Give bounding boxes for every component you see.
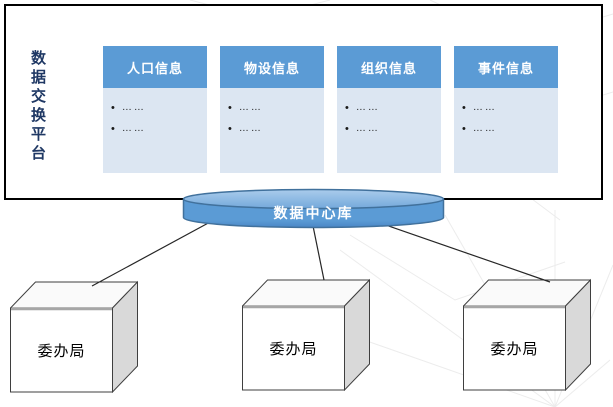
card-title: 物设信息 — [220, 46, 324, 88]
cube-shape — [9, 280, 139, 394]
data-center-cylinder: 数据中心库 — [182, 188, 445, 230]
card-title: 事件信息 — [454, 46, 558, 88]
card-body: • …… • …… — [454, 88, 558, 173]
agency-label: 委办局 — [490, 340, 539, 358]
cube-shape — [241, 278, 371, 392]
bullet-icon: • — [462, 101, 466, 114]
bullet-item: • …… — [345, 101, 380, 114]
card-facility-info: 物设信息 • …… • …… — [220, 46, 324, 173]
card-body: • …… • …… — [337, 88, 441, 173]
cylinder-shape — [182, 188, 445, 229]
card-body: • …… • …… — [103, 88, 207, 173]
bullet-item: • …… — [228, 101, 263, 114]
card-population-info: 人口信息 • …… • …… — [103, 46, 207, 173]
bullet-item: • …… — [228, 122, 263, 135]
bullet-icon: • — [111, 122, 115, 135]
bullet-item: • …… — [462, 122, 497, 135]
bullet-icon: • — [228, 101, 232, 114]
bullet-icon: • — [462, 122, 466, 135]
info-card-row: 人口信息 • …… • …… 物设信息 • …… • — [103, 46, 558, 173]
card-organization-info: 组织信息 • …… • …… — [337, 46, 441, 173]
bullet-item: • …… — [462, 101, 497, 114]
bullet-icon: • — [345, 122, 349, 135]
bullet-icon: • — [228, 122, 232, 135]
bullet-icon: • — [111, 101, 115, 114]
card-body: • …… • …… — [220, 88, 324, 173]
data-center-label: 数据中心库 — [273, 205, 354, 221]
agency-label: 委办局 — [37, 342, 86, 360]
agency-label: 委办局 — [269, 340, 318, 358]
platform-title: 数据交换平台 — [29, 50, 46, 164]
card-title: 组织信息 — [337, 46, 441, 88]
agency-cube-2: 委办局 — [241, 278, 371, 392]
agency-cube-3: 委办局 — [462, 278, 592, 392]
card-event-info: 事件信息 • …… • …… — [454, 46, 558, 173]
bullet-item: • …… — [111, 122, 146, 135]
bullet-item: • …… — [111, 101, 146, 114]
bullet-icon: • — [345, 101, 349, 114]
card-title: 人口信息 — [103, 46, 207, 88]
bullet-item: • …… — [345, 122, 380, 135]
agency-cube-1: 委办局 — [9, 280, 139, 394]
cube-shape — [462, 278, 592, 392]
